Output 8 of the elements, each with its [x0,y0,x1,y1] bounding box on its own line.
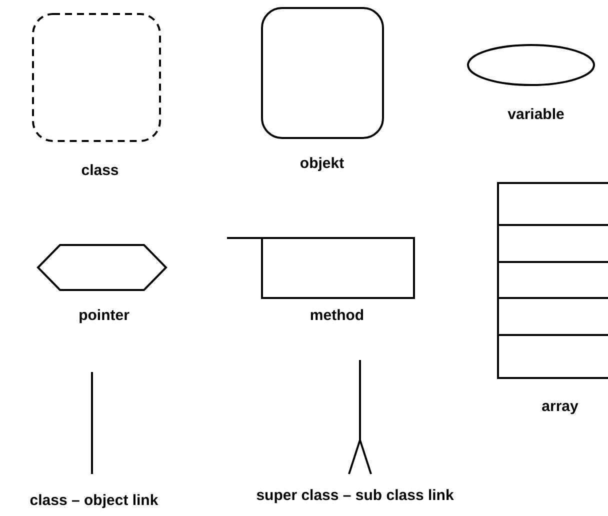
link-label: class – object link [30,492,158,509]
shape-label: variable [508,106,564,123]
shape-label: class [81,162,119,179]
shape-label: array [542,398,578,415]
shape-label: method [310,307,364,324]
link-label: super class – sub class link [256,487,454,504]
shape-label: objekt [300,155,344,172]
shape-label: pointer [78,307,130,324]
